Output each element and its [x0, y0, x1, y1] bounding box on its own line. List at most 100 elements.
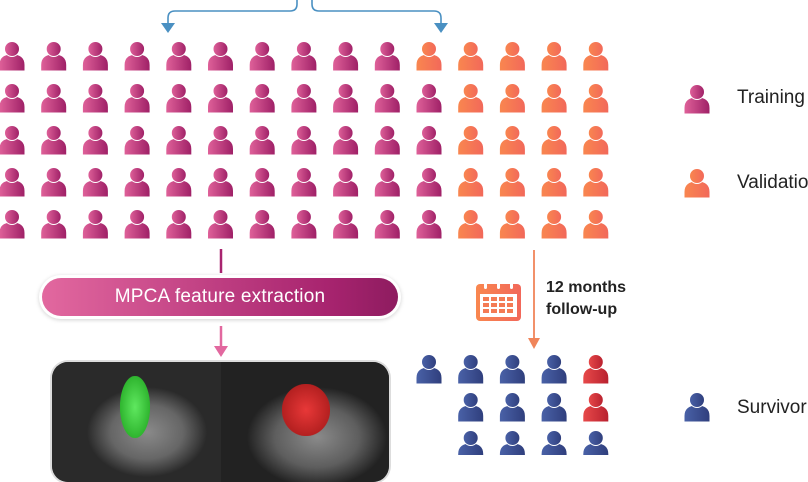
training-patient-icon — [207, 167, 234, 198]
survivor-patient-icon — [457, 430, 485, 455]
training-patient-icon — [290, 209, 318, 240]
followup-line2: follow-up — [546, 301, 618, 318]
training-patient-icon — [123, 125, 151, 156]
split-arrowhead-right — [434, 23, 448, 33]
validation-patient-icon — [498, 83, 526, 114]
survivor-patient-icon — [540, 392, 568, 423]
validation-patient-icon — [540, 209, 568, 240]
training-patient-icon — [123, 83, 151, 114]
mpca-feature-extraction-step: MPCA feature extraction — [42, 278, 398, 316]
training-patient-icon — [81, 41, 109, 72]
training-patient-icon — [81, 167, 109, 198]
validation-patient-icon — [540, 41, 568, 72]
validation-patient-icon — [582, 83, 610, 114]
red-feature-overlay — [281, 384, 330, 436]
validation-patient-icon — [415, 41, 443, 72]
training-patient-icon — [332, 125, 360, 156]
validation-patient-icon — [457, 167, 485, 198]
survivor-patient-icon — [582, 430, 610, 455]
training-patient-icon — [123, 167, 151, 198]
survivor-patient-icon — [540, 354, 568, 385]
training-patient-icon — [0, 209, 26, 240]
split-arrow-right — [311, 0, 442, 24]
training-patient-icon — [373, 83, 401, 114]
legend-survivor-label: Survivor — [737, 397, 807, 418]
followup-line1: 12 months — [546, 279, 627, 296]
training-patient-icon — [332, 83, 360, 114]
mri-image-right — [220, 362, 389, 482]
training-patient-icon — [81, 209, 109, 240]
validation-patient-icon — [540, 125, 568, 156]
training-patient-icon — [81, 125, 109, 156]
training-patient-icon — [165, 167, 193, 198]
training-patient-icon — [415, 125, 443, 156]
training-patient-icon — [332, 41, 360, 72]
training-patient-icon — [415, 209, 443, 240]
training-patient-icon — [123, 41, 151, 72]
survivor-patient-icon — [498, 354, 526, 385]
training-patient-icon — [207, 83, 234, 114]
survivor-patient-icon — [498, 392, 526, 423]
validation-patient-icon — [582, 209, 610, 240]
survivor-patient-icon — [415, 354, 443, 385]
training-patient-icon — [290, 41, 318, 72]
deceased-patient-icon — [582, 392, 610, 423]
training-patient-icon — [373, 125, 401, 156]
validation-patient-icon — [498, 125, 526, 156]
training-patient-icon — [207, 41, 234, 72]
survivor-patient-icon — [683, 392, 711, 423]
training-patient-icon — [40, 83, 68, 114]
training-patient-icon — [290, 125, 318, 156]
validation-patient-icon — [457, 83, 485, 114]
split-arrow-left — [167, 0, 298, 24]
training-patient-icon — [290, 167, 318, 198]
validation-patient-icon — [498, 209, 526, 240]
validation-patient-icon — [582, 167, 610, 198]
training-patient-icon — [0, 41, 26, 72]
training-patient-icon — [248, 41, 276, 72]
validation-patient-icon — [498, 41, 526, 72]
validation-patient-icon — [540, 167, 568, 198]
validation-patient-icon — [683, 168, 711, 199]
training-patient-icon — [123, 209, 151, 240]
validation-patient-icon — [457, 209, 485, 240]
legend-training-label: Training — [737, 87, 805, 108]
training-patient-icon — [683, 84, 711, 115]
training-patient-icon — [165, 209, 193, 240]
training-patient-icon — [40, 41, 68, 72]
validation-patient-icon — [457, 125, 485, 156]
survivor-patient-icon — [540, 430, 568, 455]
training-patient-icon — [207, 209, 234, 240]
mri-feature-images — [52, 362, 389, 482]
legend-validation-label: Validation — [737, 172, 808, 193]
deceased-patient-icon — [582, 354, 610, 385]
training-patient-icon — [165, 125, 193, 156]
training-patient-icon — [207, 125, 234, 156]
arrowhead-to-images — [214, 346, 228, 357]
training-patient-icon — [248, 167, 276, 198]
split-arrowhead-left — [161, 23, 175, 33]
training-patient-icon — [248, 83, 276, 114]
training-patient-icon — [373, 167, 401, 198]
training-patient-icon — [290, 83, 318, 114]
survivor-patient-icon — [457, 354, 485, 385]
validation-patient-icon — [457, 41, 485, 72]
training-patient-icon — [373, 209, 401, 240]
training-patient-icon — [248, 209, 276, 240]
training-patient-icon — [165, 83, 193, 114]
training-patient-icon — [248, 125, 276, 156]
training-patient-icon — [0, 125, 26, 156]
validation-patient-icon — [582, 41, 610, 72]
training-patient-icon — [0, 167, 26, 198]
training-patient-icon — [415, 167, 443, 198]
training-patient-icon — [332, 209, 360, 240]
green-feature-overlay — [120, 376, 150, 438]
training-patient-icon — [415, 83, 443, 114]
training-patient-icon — [40, 209, 68, 240]
training-patient-icon — [373, 41, 401, 72]
followup-label: 12 months follow-up — [546, 277, 626, 321]
training-patient-icon — [0, 83, 26, 114]
validation-patient-icon — [582, 125, 610, 156]
survivor-patient-icon — [457, 392, 485, 423]
training-patient-icon — [332, 167, 360, 198]
